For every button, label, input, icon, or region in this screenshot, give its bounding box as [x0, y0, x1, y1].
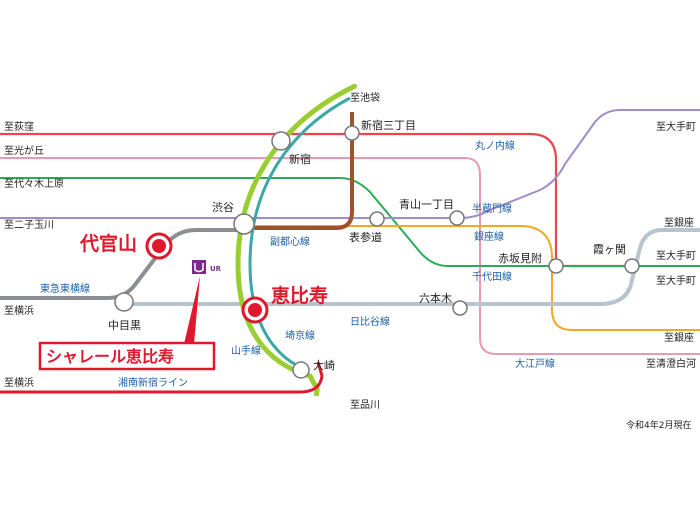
station-omotesando-label: 表参道: [349, 230, 382, 244]
label-chiyoda: 千代田線: [472, 270, 512, 283]
station-ebisu-dot: [248, 303, 262, 317]
property-callout-box: [38, 341, 216, 371]
station-akasaka-mitsuke-label: 赤坂見附: [498, 251, 542, 265]
station-kasumigaseki-label: 霞ヶ関: [593, 243, 626, 256]
station-aoyama-itchome-marker[interactable]: [449, 210, 465, 226]
label-marunouchi: 丸ノ内線: [475, 139, 515, 152]
marunouchi-line: [0, 132, 635, 268]
label-toyoko: 東急東横線: [40, 282, 90, 295]
ur-logo-text: UR: [210, 265, 222, 273]
property-name[interactable]: シャレール恵比寿: [46, 347, 174, 366]
ginza-line: [240, 225, 700, 331]
terminal-kiyosumi: 至清澄白河: [646, 357, 696, 370]
terminal-ogikubo: 至荻窪: [4, 120, 34, 133]
station-nakameguro-marker[interactable]: [114, 292, 134, 312]
station-ebisu-label: 恵比寿: [271, 284, 328, 307]
label-ginza: 銀座線: [474, 230, 504, 243]
station-shinjuku-sanchome-label: 新宿三丁目: [361, 118, 416, 132]
label-fukutoshin: 副都心線: [270, 235, 310, 248]
terminal-yoyogiuehara: 至代々木上原: [4, 178, 64, 190]
label-oedo: 大江戸線: [515, 357, 555, 370]
station-omotesando-marker[interactable]: [369, 211, 385, 227]
terminal-ikebukuro: 至池袋: [350, 91, 380, 104]
label-yamanote: 山手線: [231, 344, 261, 357]
station-shinjuku-label: 新宿: [289, 152, 311, 166]
property-pointer: [184, 276, 200, 344]
terminal-hikarigaoka: 至光が丘: [4, 144, 44, 157]
fukutoshin-line: [244, 112, 354, 230]
station-roppongi-label: 六本木: [419, 291, 452, 305]
station-roppongi-marker[interactable]: [452, 300, 468, 316]
terminal-yokohama-shonan: 至横浜: [4, 376, 34, 389]
station-shinjuku-marker[interactable]: [271, 131, 291, 151]
oedo-line: [0, 157, 700, 355]
station-osaki-label: 大崎: [313, 358, 335, 372]
station-daikanyama-label: 代官山: [79, 232, 137, 255]
label-shonan-shinjuku: 湘南新宿ライン: [118, 376, 188, 389]
station-kasumigaseki-marker[interactable]: [624, 258, 640, 274]
terminal-futakotamagawa: 至二子玉川: [4, 219, 54, 231]
terminal-otemachi-3: 至大手町: [656, 274, 696, 287]
terminal-yokohama-toyoko: 至横浜: [4, 304, 34, 317]
station-shibuya-label: 渋谷: [212, 201, 234, 214]
station-ikebukuro-end: [353, 84, 357, 88]
terminal-otemachi-2: 至大手町: [656, 249, 696, 262]
hanzomon-line: [0, 109, 700, 219]
shonan-shinjuku-line: [0, 361, 324, 394]
station-daikanyama-dot: [152, 239, 166, 253]
label-hibiya: 日比谷線: [350, 315, 390, 328]
terminal-ginza-2: 至銀座: [664, 331, 694, 344]
terminal-otemachi-1: 至大手町: [656, 120, 696, 133]
label-hanzomon: 半蔵門線: [472, 202, 512, 215]
station-nakameguro-label: 中目黒: [108, 319, 141, 332]
label-saikyo: 埼京線: [285, 329, 315, 342]
terminal-shinagawa: 至品川: [350, 399, 380, 411]
saikyo-line: [248, 96, 351, 370]
station-shibuya-marker[interactable]: [233, 213, 255, 235]
station-aoyama-itchome-label: 青山一丁目: [399, 198, 454, 211]
toyoko-line: [0, 228, 244, 300]
station-shinjuku-sanchome-marker[interactable]: [344, 125, 360, 141]
ur-logo: UR: [192, 260, 222, 274]
chiyoda-line: [0, 177, 700, 267]
as-of-note: 令和4年2月現在: [626, 419, 691, 431]
terminal-ginza-1: 至銀座: [664, 216, 694, 229]
station-osaki-marker[interactable]: [292, 361, 310, 379]
station-akasaka-mitsuke-marker[interactable]: [548, 258, 564, 274]
